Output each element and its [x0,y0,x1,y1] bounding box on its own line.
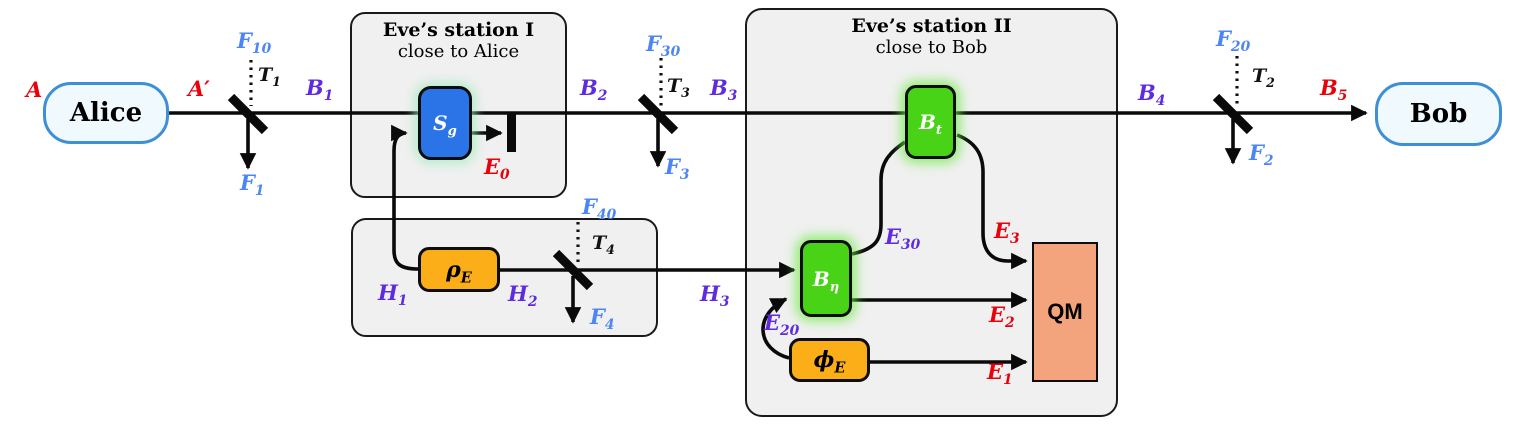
alice-label: Alice [69,98,143,128]
alice-node: Alice [43,82,169,144]
label-e3: E3 [994,218,1020,248]
bob-label: Bob [1409,99,1468,129]
beam-dump-icon [507,112,516,152]
e20-curve [761,297,790,360]
label-h1: H1 [378,280,408,310]
label-t4: T4 [592,232,615,257]
bob-node: Bob [1375,82,1502,146]
label-f10: F10 [237,28,272,58]
label-h3: H3 [700,281,730,311]
label-t2: T2 [1252,65,1275,90]
label-b3: B3 [710,75,738,105]
eve-station-1-box: Eve’s station I close to Alice [350,12,567,198]
label-e30: E30 [885,224,921,254]
e3-curve [956,133,1028,270]
label-e2: E2 [989,302,1015,332]
eve-station-2-subtitle: close to Bob [875,36,988,58]
beam-splitter-t3-icon [637,93,679,135]
e30-curve [851,140,906,256]
label-f3: F3 [665,154,690,184]
beam-splitter-t4-icon [552,249,594,291]
beam-splitter-t2-icon [1212,93,1254,135]
label-f2: F2 [1249,140,1274,170]
label-f1: F1 [240,170,265,200]
component-quantum-memory: QM [1032,242,1098,382]
label-b1: B1 [306,75,334,105]
label-a: A [26,77,43,102]
label-f20: F20 [1216,26,1251,56]
label-h2: H2 [508,281,538,311]
eve-station-2-title: Eve’s station II [851,15,1012,37]
eve-station-1-subtitle: close to Alice [397,40,520,62]
label-e20: E20 [764,310,800,340]
label-b5: B5 [1320,75,1348,105]
label-b4: B4 [1138,80,1166,110]
label-e1: E1 [987,359,1013,389]
label-t3: T3 [667,75,690,100]
label-a-prime: A′ [188,76,210,101]
label-f4: F4 [590,304,615,334]
label-f40: F40 [582,194,617,224]
label-t1: T1 [258,64,281,89]
h1-control-curve [391,124,419,271]
label-b2: B2 [580,75,608,105]
component-phi-e: ϕE [789,338,870,382]
label-e0: E0 [484,154,510,184]
beam-splitter-t1-icon [227,93,269,135]
component-sg: Sg [418,86,472,160]
component-b-eta: Bη [800,240,852,317]
component-rho-e: ρE [418,247,500,292]
eve-station-1-title: Eve’s station I [382,19,535,41]
component-bt: Bt [905,85,956,159]
eve-ancilla-box [351,218,658,337]
label-f30: F30 [646,31,681,61]
